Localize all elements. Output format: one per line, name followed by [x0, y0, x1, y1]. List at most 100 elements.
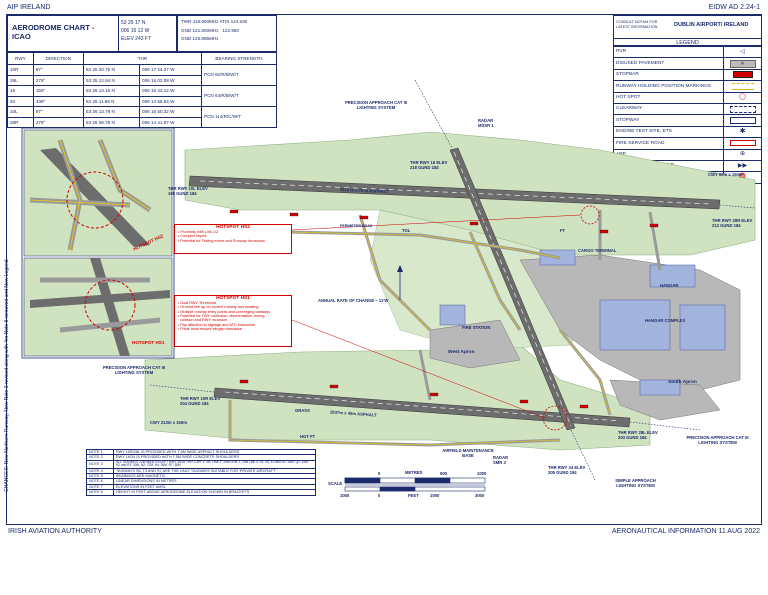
fire-station-label: FIRE STATION [462, 325, 491, 330]
hotspot-hs2-circle [580, 205, 600, 225]
apron-west [429, 319, 521, 369]
annual-rate-label: ANNUAL RATE OF CHANGE ~ 11'W [318, 298, 389, 303]
radar-smr-label: RADAR SMR 3 [493, 455, 509, 466]
runway-10l-centreline [199, 180, 711, 205]
inset-hs1-runway [30, 290, 170, 308]
hs2-title: HOTSPOT HS2 [216, 225, 250, 230]
legend-header: CONSULT NOTAM FOR LATEST INFORMATION DUB… [613, 15, 762, 46]
table-cell: 278° [32, 116, 84, 128]
header-left: AIP IRELAND [7, 4, 51, 11]
cwy-bottom-label: CWY 213m x 150m [150, 420, 187, 425]
hangar-label: HANGAR [660, 283, 679, 288]
hs1-title: HOTSPOT HS1 [216, 296, 250, 301]
footer-left: IRISH AVIATION AUTHORITY [8, 528, 102, 535]
cargo-label: CARGO TERMINAL [578, 248, 617, 253]
rvr-icon: ◁ [723, 45, 762, 59]
runway-10r-centreline [224, 391, 621, 422]
hs2-item: • Complex layout [178, 234, 207, 239]
scale-tick-m: 0 [378, 471, 381, 476]
scale-tick-m: 1000 [477, 471, 487, 476]
hs1-item: collision and RWY incursion [180, 318, 228, 323]
south-apron-label: South Apron [668, 380, 697, 385]
runway-10r-28l [213, 387, 631, 428]
stopbars [229, 209, 659, 409]
metres-label: METRES [405, 470, 423, 475]
apron-south [609, 379, 721, 421]
thr-28l-label: THR RWY 28L ELEV 203 GUND 184 [618, 430, 658, 441]
precision-approach-label-right: PRECISION APPROACH CAT III LIGHTING SYST… [686, 435, 749, 446]
tol-label: TOL [402, 228, 411, 233]
north-arrow-head [397, 265, 403, 272]
note-text: HEIGHT IN FEET ABOVE AERODROME ELEVATION… [113, 489, 316, 496]
hs1-leader [291, 319, 546, 419]
consult-notam: CONSULT NOTAM FOR LATEST INFORMATION [616, 20, 658, 29]
scale-word: SCALE [328, 481, 343, 486]
inset-hs1-label: HOTSPOT HS1 [132, 340, 165, 345]
inset-hs2-circle [66, 171, 124, 229]
frequency-block: TWR 118.600MHz ATIS 124.530 GND 121.800M… [177, 15, 277, 52]
inset-hs2-lines [29, 139, 151, 251]
table-cell: 006 14 41.87 W [139, 116, 202, 128]
maintenance-base-label: AIRFIELD MAINTENANCE BASE [442, 448, 494, 459]
legend-table: RVR◁ DISUSED PAVEMENT✕ STOPBAR RUNWAY HO… [613, 45, 762, 184]
note-number: NOTE 8 [86, 489, 114, 496]
table-cell: PCN 114/R/C/W/T [201, 106, 277, 128]
west-building [439, 304, 466, 326]
note-text: ALL TAXIWAYS 23M WIDE EXCEPT RWY 16/34 T… [113, 459, 316, 469]
scale-tick-ft: 0 [378, 493, 381, 498]
note-number: NOTE 3 [86, 459, 114, 469]
table-cell: 53 26 06.75 N [82, 116, 141, 128]
simple-approach-label: SIMPLE APPROACH LIGHTING SYSTEM [615, 478, 656, 489]
feet-label: FEET [408, 493, 419, 498]
airport-name: DUBLIN AIRPORT/ IRELAND [674, 22, 749, 28]
hs1-item: • Pilots must ensure wingtip clearance [178, 327, 243, 332]
hs1-item: • Pay attention to signage and ATC instr… [178, 322, 256, 327]
legend-title: LEGEND [614, 38, 761, 46]
precision-approach-label-left: PRECISION APPROACH CAT III LIGHTING SYST… [102, 365, 166, 376]
south-hangar [639, 379, 681, 396]
thr-16-label: THR RWY 16 ELEV 218 GUND 184 [410, 160, 448, 171]
thr-28r-label: THR RWY 28R ELEV 213 GUND 184 [712, 218, 753, 229]
col-thr: THR [82, 52, 203, 65]
thr-10r-label: THR RWY 10R ELEV 204 GUND 184 [180, 396, 221, 407]
coord-divider [118, 16, 119, 51]
hs1-item: • Dual RWY Threshold [178, 301, 216, 305]
terminal-building [599, 299, 671, 351]
radar-mssr-label: RADAR MSSR 1 [478, 118, 494, 129]
hs1-item: • Potential for TWY confusion, disorient… [178, 314, 265, 319]
hs2-item: • Potential for Taxiing errors and Runwa… [178, 238, 265, 243]
scale-tick-m: 500 [440, 471, 447, 476]
hs1-item: • Multiple runway entry points and conve… [178, 309, 271, 314]
pier-building [679, 304, 726, 351]
chart-title: AERODROME CHART - ICAO [12, 23, 95, 41]
scale-bar [344, 477, 486, 492]
note-text: TAXIWAYS S6, T3 AND S7 ARE THE ONLY TAXI… [113, 467, 316, 475]
precision-approach-label-top: PRECISION APPROACH CAT III LIGHTING SYST… [344, 100, 408, 111]
scale-tick-ft: 1000 [340, 493, 350, 498]
approach-light-south [570, 429, 596, 481]
note-text: RWY 10R/28L IS PROVIDED WITH 7.5M WIDE A… [113, 448, 316, 456]
footer-right: AERONAUTICAL INFORMATION 11 AUG 2022 [611, 528, 760, 535]
col-direction: DIRECTION [32, 52, 84, 65]
page-border [6, 14, 762, 525]
note-text: RWY 16/34 IS PROVIDED WITH 7.5M WIDE CON… [113, 454, 316, 461]
hs2-item: • Proximity with Link 1/2 [178, 230, 219, 234]
approach-light-north [414, 79, 453, 149]
arp-coordinates: 53 25 17 N 006 16 12 W ELEV 243 FT [121, 20, 152, 42]
hangar-building [649, 264, 696, 288]
thr-34-label: THR RWY 34 ELEV 205 GUND 184 [548, 465, 586, 476]
scale-tick-ft: 1000 [430, 493, 440, 498]
hgt-ft-label: HGT FT [300, 434, 316, 439]
hotspot-hs1-circle [542, 405, 568, 431]
thr-10l-label: THR RWY 10L ELEV 198 GUND 184 [168, 186, 208, 197]
grass-area-central [369, 209, 601, 351]
ft-label: FT [560, 228, 566, 233]
hotspot-hs2-callout: HOTSPOT HS2 • Proximity with Link 1/2 • … [174, 224, 292, 254]
inset-hs1-circle [84, 279, 136, 331]
hotspot-hs1-callout: HOTSPOT HS1 • Dual RWY Threshold • Groun… [174, 295, 292, 347]
cwy-top-label: CWY 60m x 150m [708, 172, 743, 177]
scale-tick-ft: 3000 [475, 493, 485, 498]
title-block: AERODROME CHART - ICAO 53 25 17 N 006 16… [7, 15, 177, 52]
runway-16-centreline [453, 151, 572, 427]
